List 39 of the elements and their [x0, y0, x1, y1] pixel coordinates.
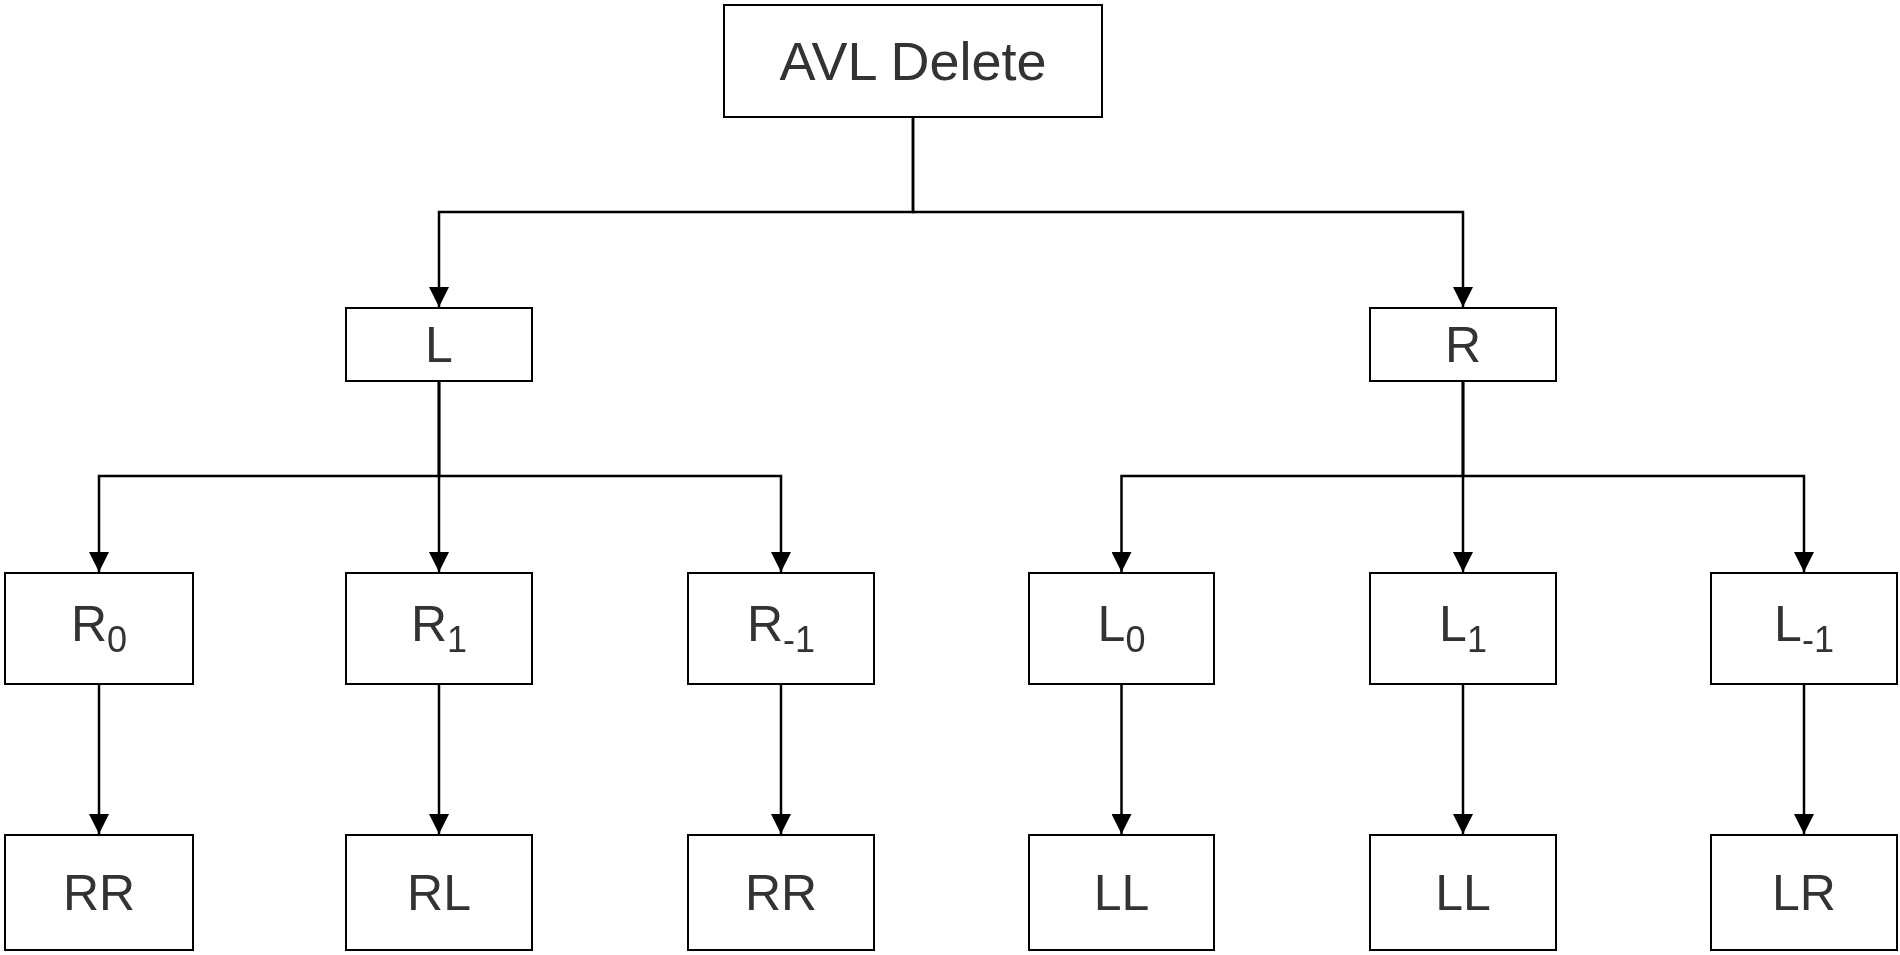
- arrow: [1111, 685, 1132, 834]
- node-label: RR: [744, 867, 818, 918]
- node-label: LR: [1772, 867, 1836, 918]
- node-label: LL: [1093, 867, 1150, 918]
- arrow: [437, 382, 791, 572]
- arrow: [911, 118, 1473, 307]
- tree-node-box: [1710, 834, 1898, 951]
- tree-node-box: [345, 307, 533, 382]
- node-label: R: [1444, 319, 1482, 370]
- node-label: L$_{1}$: [1439, 599, 1487, 658]
- tree-node-box: [1369, 572, 1557, 685]
- tree-node-box: [4, 834, 194, 951]
- node-label: AVL Delete: [779, 34, 1047, 88]
- node-label: L$_{-1}$: [1774, 599, 1834, 658]
- arrow: [89, 685, 109, 834]
- node-label: RL: [407, 867, 471, 918]
- tree-node-box: [1028, 572, 1215, 685]
- node-label: R$_{1}$: [410, 599, 468, 658]
- arrow: [771, 685, 791, 834]
- tree-node-box: [345, 834, 533, 951]
- tree-node-box: [345, 572, 533, 685]
- node-label: L: [425, 319, 453, 370]
- node-label: RR: [62, 867, 136, 918]
- arrow: [1461, 382, 1814, 572]
- tree-node-box: [4, 572, 194, 685]
- arrow: [429, 685, 449, 834]
- tree-node-box: [1710, 572, 1898, 685]
- node-label: R$_{-1}$: [746, 599, 816, 658]
- arrow: [1453, 685, 1473, 834]
- node-label: LL: [1435, 867, 1491, 918]
- node-label: L$_{0}$: [1097, 599, 1146, 658]
- tree-node-box: [1369, 834, 1557, 951]
- tree-node-box: [723, 4, 1103, 118]
- arrow: [1794, 685, 1814, 834]
- tree-node-box: [687, 834, 875, 951]
- tree-node-box: [1028, 834, 1215, 951]
- tree-node-box: [687, 572, 875, 685]
- tree-node-box: [1369, 307, 1557, 382]
- node-label: R$_{0}$: [70, 599, 128, 658]
